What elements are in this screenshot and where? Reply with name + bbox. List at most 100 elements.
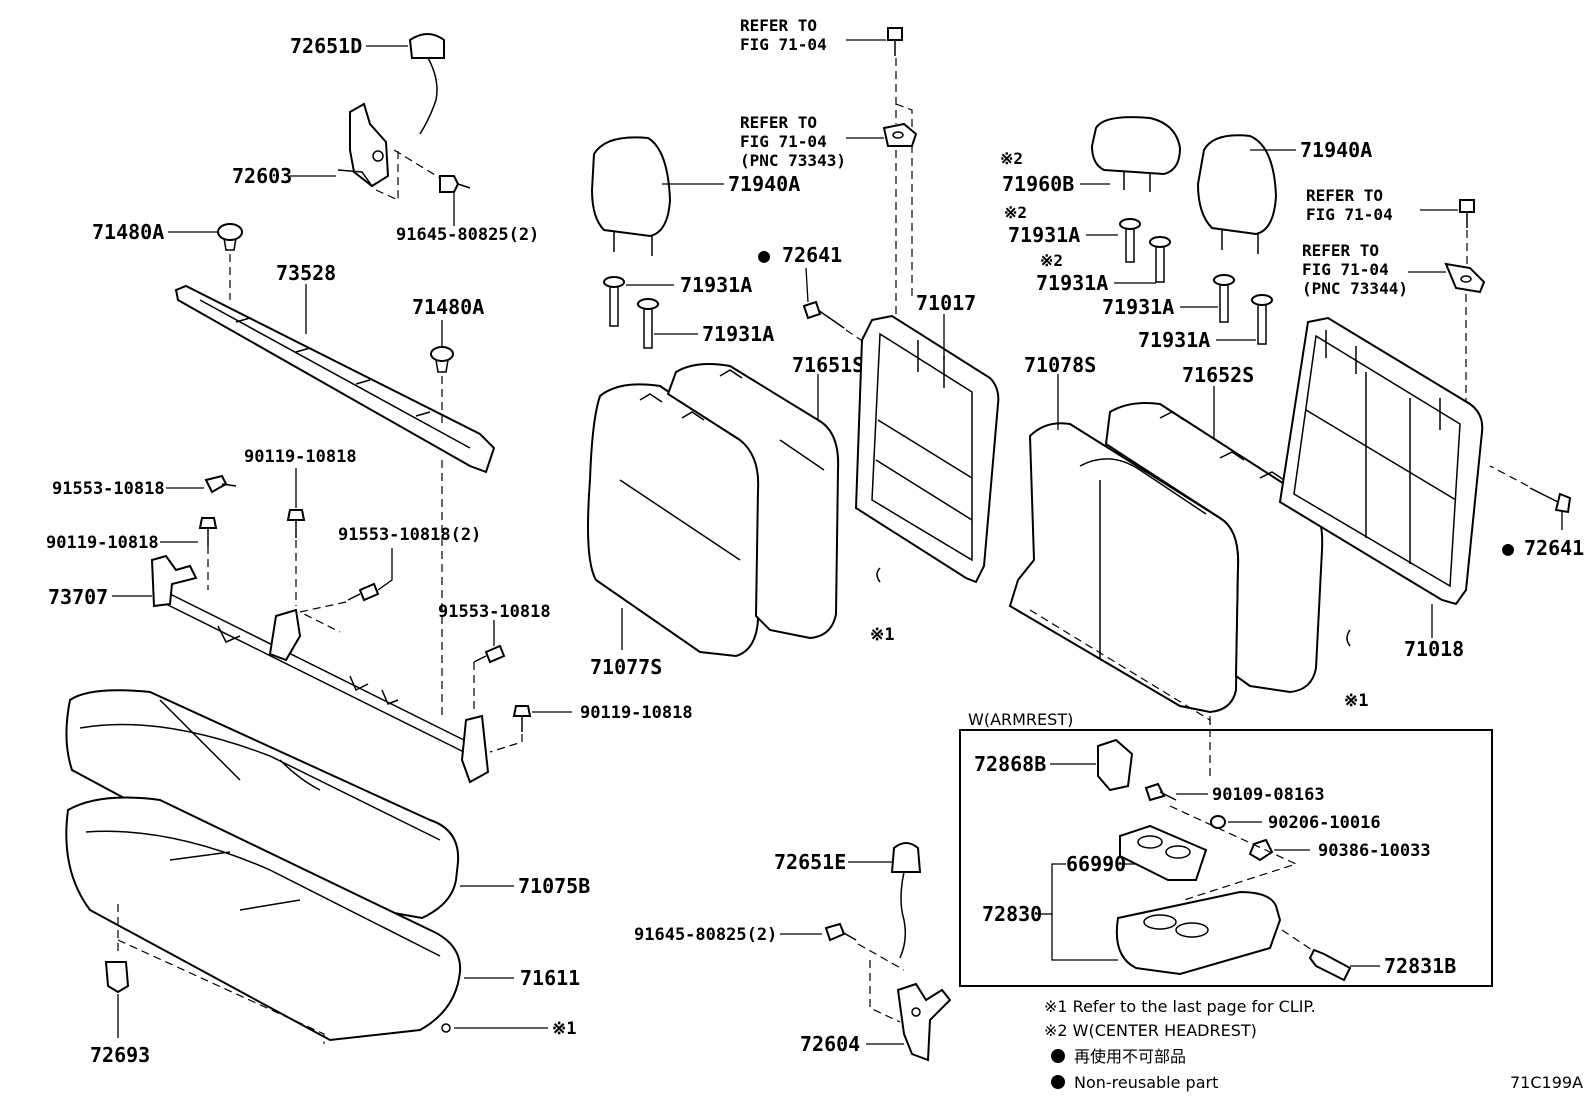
label-71018: 71018 xyxy=(1404,637,1464,661)
nut-90386-10033[interactable] xyxy=(1248,838,1274,862)
label-72868B: 72868B xyxy=(974,752,1046,776)
x2-mark-3: ※2 xyxy=(1040,251,1063,270)
clip-71480A-upper[interactable] xyxy=(217,223,243,251)
label-91553-10818-right: 91553-10818 xyxy=(438,602,551,622)
cup-holder-66990[interactable] xyxy=(1119,824,1208,881)
bolt-ref-fig-upper-right[interactable] xyxy=(1459,199,1475,228)
label-71940A-right: 71940A xyxy=(1300,138,1372,162)
headrest-guide-71931A-5[interactable] xyxy=(1213,274,1235,323)
refer-fig-2-line3: (PNC 73343) xyxy=(740,151,846,170)
clip-icon-center xyxy=(876,567,881,583)
pin-72831B[interactable] xyxy=(1308,948,1352,982)
bolt-91553-10818-right[interactable] xyxy=(473,644,506,664)
refer-fig-3-line2: FIG 71-04 xyxy=(1306,205,1393,224)
non-reusable-legend-dot-1 xyxy=(1051,1049,1065,1063)
seatback-frame-71018[interactable] xyxy=(1278,316,1484,606)
x2-mark-1: ※2 xyxy=(1000,149,1023,168)
label-90119-10818-right: 90119-10818 xyxy=(580,703,693,723)
label-71651S: 71651S xyxy=(792,353,864,377)
bolt-72641-left[interactable] xyxy=(802,300,845,329)
headrest-71940A-right[interactable] xyxy=(1196,134,1278,254)
clip-note-ref-2: ※1 xyxy=(870,625,894,645)
cover-72868B[interactable] xyxy=(1097,738,1134,792)
label-71931A-5: 71931A xyxy=(1102,295,1174,319)
label-71931A-3: 71931A xyxy=(1008,223,1080,247)
bolt-90109-08163[interactable] xyxy=(1144,782,1177,802)
bolt-91645-80825-lower[interactable] xyxy=(824,922,857,942)
label-72651D: 72651D xyxy=(290,34,362,58)
hinge-bracket-72603[interactable] xyxy=(337,102,390,188)
label-71931A-2: 71931A xyxy=(702,322,774,346)
hinge-bracket-72604[interactable] xyxy=(896,982,952,1062)
label-72604: 72604 xyxy=(800,1032,860,1056)
clip-ref-icon xyxy=(441,1023,451,1033)
bolt-90119-10818-top[interactable] xyxy=(286,509,306,538)
refer-fig-1-line1: REFER TO xyxy=(740,16,817,35)
seatback-pad-71652S[interactable] xyxy=(1104,402,1324,694)
legend-note-non-reusable: Non-reusable part xyxy=(1074,1073,1218,1092)
refer-fig-3-line1: REFER TO xyxy=(1306,186,1383,205)
frame-73707[interactable] xyxy=(150,554,490,784)
headrest-guide-71931A-1[interactable] xyxy=(603,276,625,327)
label-72831B: 72831B xyxy=(1384,954,1456,978)
hinge-cover-pnc-73344[interactable] xyxy=(1444,262,1486,294)
panel-73528[interactable] xyxy=(174,284,496,474)
headrest-guide-71931A-6[interactable] xyxy=(1251,294,1273,345)
label-73528: 73528 xyxy=(276,261,336,285)
x2-mark-2: ※2 xyxy=(1004,203,1027,222)
seatback-cover-71077S[interactable] xyxy=(587,383,762,658)
label-71480A-upper: 71480A xyxy=(92,220,164,244)
label-72641-left: 72641 xyxy=(782,243,842,267)
clip-72693[interactable] xyxy=(104,961,130,994)
bolt-91645-80825-upper[interactable] xyxy=(439,175,471,193)
label-90386-10033: 90386-10033 xyxy=(1318,841,1431,861)
figure-code: 71C199A xyxy=(1510,1073,1583,1092)
label-71075B: 71075B xyxy=(518,874,590,898)
bolt-91553-10818-pair[interactable] xyxy=(347,582,380,602)
lock-knob-72651E[interactable] xyxy=(890,842,922,959)
non-reusable-dot-1: ● xyxy=(758,243,770,267)
hinge-cover-pnc-73343[interactable] xyxy=(882,122,918,147)
seat-pad-71611[interactable] xyxy=(65,796,462,1042)
label-91645-80825-upper: 91645-80825(2) xyxy=(396,225,539,245)
refer-fig-4-line3: (PNC 73344) xyxy=(1302,279,1408,298)
non-reusable-legend-dot-2 xyxy=(1051,1075,1065,1089)
bolt-90119-10818-right[interactable] xyxy=(512,705,532,732)
washer-90206-10016[interactable] xyxy=(1210,815,1226,829)
bolt-91553-10818-left[interactable] xyxy=(204,474,237,494)
legend-note-center-headrest: ※2 W(CENTER HEADREST) xyxy=(1044,1021,1257,1040)
seat-cover-71075B[interactable] xyxy=(65,689,460,920)
label-71931A-6: 71931A xyxy=(1138,328,1210,352)
seatback-pad-71651S[interactable] xyxy=(666,363,840,640)
headrest-guide-71931A-2[interactable] xyxy=(637,298,659,349)
headrest-71960B-center[interactable] xyxy=(1090,116,1182,192)
headrest-guide-71931A-4[interactable] xyxy=(1149,236,1171,283)
armrest-72830[interactable] xyxy=(1115,890,1282,976)
label-73707: 73707 xyxy=(48,585,108,609)
label-71480A-middle: 71480A xyxy=(412,295,484,319)
headrest-guide-71931A-3[interactable] xyxy=(1119,218,1141,263)
clip-71480A-middle[interactable] xyxy=(430,346,454,373)
label-90119-10818-top: 90119-10818 xyxy=(244,447,357,467)
refer-fig-1-line2: FIG 71-04 xyxy=(740,35,827,54)
refer-fig-2-line1: REFER TO xyxy=(740,113,817,132)
label-71077S: 71077S xyxy=(590,655,662,679)
headrest-71940A-left[interactable] xyxy=(590,136,672,256)
bolt-72641-right[interactable] xyxy=(1529,487,1572,514)
seatback-frame-71017[interactable] xyxy=(854,314,1000,584)
lock-knob-72651D[interactable] xyxy=(408,33,445,135)
label-91553-10818-pair: 91553-10818(2) xyxy=(338,525,481,545)
label-91553-10818-left: 91553-10818 xyxy=(52,479,165,499)
bolt-90119-10818-left[interactable] xyxy=(198,517,218,546)
refer-fig-4-line1: REFER TO xyxy=(1302,241,1379,260)
label-72603: 72603 xyxy=(232,164,292,188)
clip-note-ref-3: ※1 xyxy=(1344,691,1368,711)
legend-note-japanese: 再使用不可部品 xyxy=(1074,1047,1186,1066)
label-72651E: 72651E xyxy=(774,850,846,874)
label-72830: 72830 xyxy=(982,902,1042,926)
label-66990: 66990 xyxy=(1066,852,1126,876)
label-90109-08163: 90109-08163 xyxy=(1212,785,1325,805)
legend-note-clip: ※1 Refer to the last page for CLIP. xyxy=(1044,997,1316,1016)
bolt-ref-fig-upper-center[interactable] xyxy=(887,27,903,56)
